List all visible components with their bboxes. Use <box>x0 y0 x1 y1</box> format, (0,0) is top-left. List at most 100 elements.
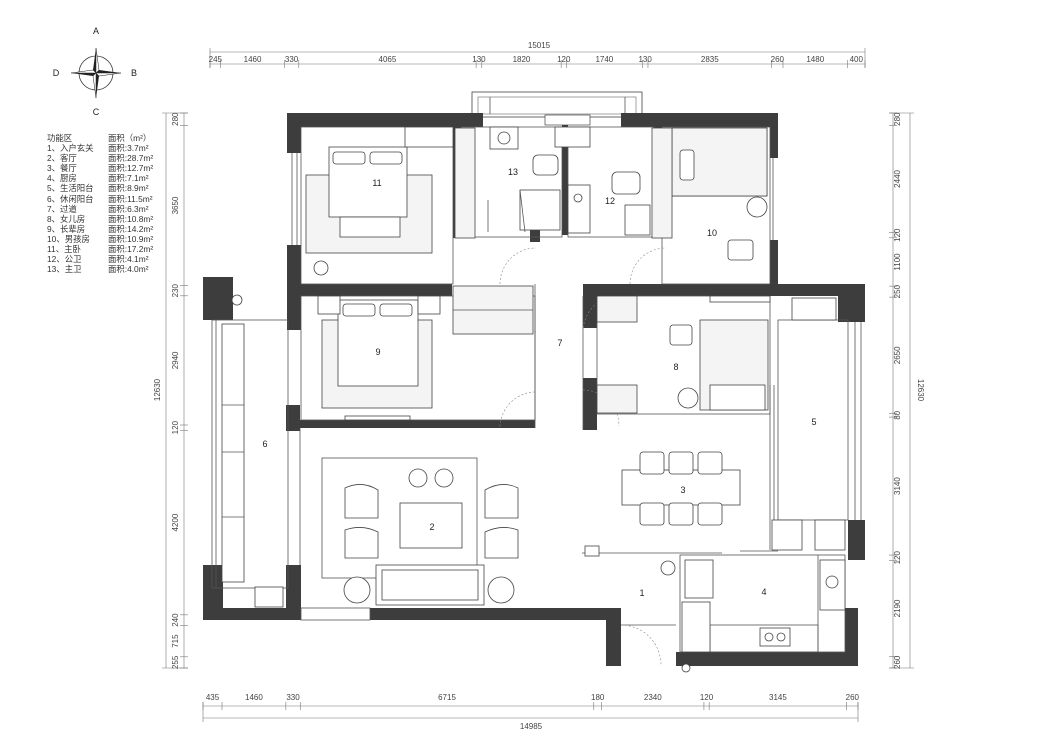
top-dimension-label: 130 <box>638 55 652 64</box>
legend-room-area: 面积:8.9m² <box>108 183 149 194</box>
top-dimension-label: 120 <box>557 55 571 64</box>
left-dimension-label: 240 <box>171 613 180 627</box>
right-dimension-label: 120 <box>893 550 902 564</box>
top-dimension-label: 400 <box>850 55 864 64</box>
legend-room-area: 面积:10.9m² <box>108 233 154 244</box>
legend-item: 5、生活阳台面积:8.9m² <box>47 183 187 193</box>
compass-rose-icon: A B C D <box>53 26 137 117</box>
dimension-ticks <box>180 60 897 710</box>
legend-room-area: 面积:12.7m² <box>108 163 154 174</box>
room-label-12: 12 <box>605 196 615 206</box>
right-dimension-label: 2650 <box>893 346 902 364</box>
compass-north-label: A <box>93 26 99 36</box>
right-dimension-label: 2190 <box>893 599 902 617</box>
compass-east-label: B <box>131 68 137 78</box>
room-labels: 1 2 3 4 5 6 7 8 9 10 11 12 13 <box>262 167 816 598</box>
room-label-11: 11 <box>372 178 381 188</box>
right-dimension-label: 250 <box>893 284 902 298</box>
top-dimension-label: 130 <box>472 55 486 64</box>
bottom-dimension-label: 260 <box>846 693 860 702</box>
left-dimension-label: 2940 <box>171 351 180 369</box>
right-dimension-label: 2440 <box>893 169 902 187</box>
top-dimension-label: 2835 <box>701 55 719 64</box>
legend-item: 6、休闲阳台 面积:11.5m² <box>47 194 187 204</box>
legend-room-name: 11、主卧 <box>47 244 81 255</box>
right-dimension-label: 280 <box>893 112 902 126</box>
legend-item: 8、女儿房面积:10.8m² <box>47 214 187 224</box>
compass-west-label: D <box>53 68 60 78</box>
legend-header-name: 功能区 <box>47 133 73 143</box>
room-label-13: 13 <box>508 167 518 177</box>
right-dimension-label: 1100 <box>893 253 902 271</box>
legend-item: 13、主卫 面积:4.0m² <box>47 264 187 274</box>
left-dimension-label: 120 <box>171 420 180 434</box>
legend-item: 10、男孩房 面积:10.9m² <box>47 234 187 244</box>
right-dimension-label: 3140 <box>893 477 902 495</box>
legend-room-name: 10、男孩房 <box>47 233 90 244</box>
left-dimension-label: 280 <box>171 112 180 126</box>
bottom-total-dimension: 14985 <box>520 722 543 731</box>
top-window-bay <box>471 91 643 126</box>
bottom-dimension-label: 180 <box>591 693 605 702</box>
room-label-10: 10 <box>707 228 717 238</box>
legend-room-area: 面积:3.7m² <box>108 143 149 154</box>
furniture <box>221 126 846 673</box>
legend-room-name: 1、入户玄关 <box>47 143 94 154</box>
top-dimension-label: 245 <box>209 55 223 64</box>
compass-south-label: C <box>93 107 100 117</box>
room-label-2: 2 <box>429 522 434 532</box>
legend-room-area: 面积:6.3m² <box>108 203 149 214</box>
legend-room-name: 9、长辈房 <box>47 223 86 234</box>
left-dimension-label: 4200 <box>171 513 180 531</box>
legend-room-area: 面积:11.5m² <box>108 193 153 204</box>
right-total-dimension: 12630 <box>916 379 925 402</box>
left-dimension-label: 255 <box>171 655 180 669</box>
legend-room-name: 6、休闲阳台 <box>47 193 94 204</box>
room-label-9: 9 <box>375 347 380 357</box>
legend-item: 2、客厅面积:28.7m² <box>47 153 187 163</box>
top-dimension-label: 1820 <box>513 55 531 64</box>
top-dimension-label: 1460 <box>244 55 262 64</box>
legend-room-area: 面积:17.2m² <box>108 244 154 255</box>
bottom-dimension-label: 6715 <box>438 693 456 702</box>
right-dimension-label: 80 <box>893 410 902 419</box>
room-label-8: 8 <box>673 362 678 372</box>
top-dimension-label: 4065 <box>379 55 397 64</box>
legend-room-name: 13、主卫 <box>47 264 82 275</box>
legend-room-area: 面积:14.2m² <box>108 223 154 234</box>
room-label-1: 1 <box>639 588 644 598</box>
legend-room-name: 4、厨房 <box>47 173 77 184</box>
legend-item: 9、长辈房 面积:14.2m² <box>47 224 187 234</box>
bottom-dimension-label: 435 <box>206 693 220 702</box>
legend-room-area: 面积:4.0m² <box>108 264 149 275</box>
legend-item: 4、厨房面积:7.1m² <box>47 173 187 183</box>
top-dimension-label: 1740 <box>595 55 613 64</box>
left-total-dimension: 12630 <box>153 378 162 401</box>
room-label-6: 6 <box>262 439 267 449</box>
top-dimension-label: 330 <box>285 55 299 64</box>
bottom-dimension-label: 2340 <box>644 693 662 702</box>
right-dimension-label: 120 <box>893 228 902 242</box>
left-dimension-label: 715 <box>171 634 180 648</box>
room-label-5: 5 <box>811 417 816 427</box>
legend-item: 11、主卧 面积:17.2m² <box>47 244 187 254</box>
legend-item: 3、餐厅面积:12.7m² <box>47 163 187 173</box>
legend-header-area: 面积（m²） <box>108 133 152 143</box>
legend-item: 7、过道 面积:6.3m² <box>47 204 187 214</box>
top-dimension-label: 1480 <box>806 55 824 64</box>
top-total-dimension: 15015 <box>528 41 551 50</box>
left-dimension-label: 3650 <box>171 196 180 214</box>
legend-room-name: 12、公卫 <box>47 254 82 265</box>
legend-item: 1、入户玄关 面积:3.7m² <box>47 143 187 153</box>
legend-room-name: 8、女儿房 <box>47 213 86 224</box>
legend-header: 功能区 面积（m²） <box>47 133 187 143</box>
room-label-3: 3 <box>680 485 685 495</box>
room-label-7: 7 <box>557 338 562 348</box>
left-dimension-label: 230 <box>171 284 180 298</box>
legend-room-name: 7、过道 <box>47 203 77 214</box>
dimension-lines <box>162 48 914 722</box>
